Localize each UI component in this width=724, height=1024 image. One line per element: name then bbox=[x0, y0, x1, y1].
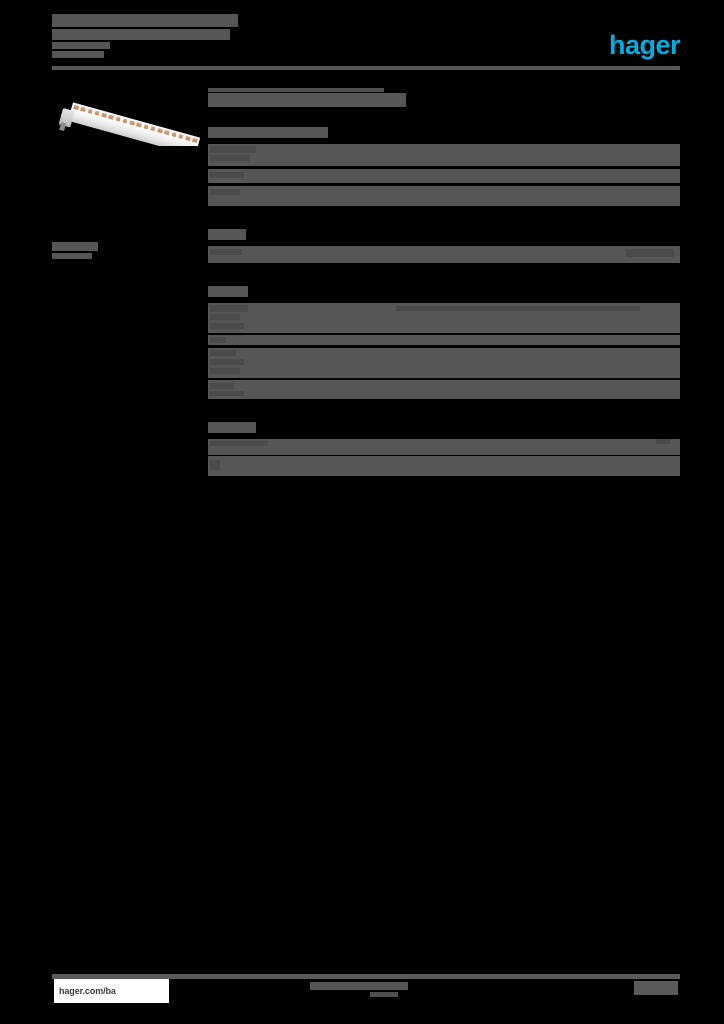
table-row-separator bbox=[208, 345, 680, 348]
table-row bbox=[208, 303, 680, 333]
table-row-separator bbox=[208, 263, 680, 266]
spec-table bbox=[208, 127, 680, 479]
table-row-separator bbox=[208, 399, 680, 402]
left-caption-line-redacted bbox=[52, 242, 98, 251]
row-label-redacted bbox=[210, 368, 240, 374]
row-value-redacted bbox=[396, 306, 640, 311]
page-footer: hager.com/ba bbox=[52, 974, 680, 1006]
document-reference-redacted bbox=[52, 42, 110, 49]
page-header: hager bbox=[52, 14, 681, 70]
left-caption-line2-redacted bbox=[52, 253, 92, 259]
page-title bbox=[208, 88, 680, 107]
hager-logo-text: hager bbox=[608, 29, 681, 60]
hager-logo: hager bbox=[584, 29, 681, 60]
footer-page-number-redacted bbox=[634, 981, 678, 995]
row-label-redacted bbox=[210, 155, 250, 161]
section-heading-redacted bbox=[208, 422, 256, 433]
table-row bbox=[208, 439, 680, 455]
section-heading-redacted bbox=[208, 229, 246, 240]
row-label-redacted bbox=[210, 441, 268, 446]
row-label-redacted bbox=[210, 350, 236, 356]
header-divider bbox=[52, 66, 680, 70]
row-label-redacted bbox=[210, 383, 234, 389]
document-title-redacted bbox=[52, 14, 238, 27]
row-label-redacted bbox=[210, 314, 240, 320]
table-row-separator bbox=[208, 166, 680, 169]
busbar-graphic bbox=[55, 87, 200, 146]
document-subtitle-redacted bbox=[52, 29, 230, 40]
row-label-redacted bbox=[210, 359, 244, 365]
table-row bbox=[208, 335, 680, 345]
row-label-redacted bbox=[210, 189, 240, 195]
table-row bbox=[208, 169, 680, 183]
footer-divider bbox=[52, 974, 680, 979]
row-label-redacted bbox=[210, 460, 220, 470]
left-column bbox=[52, 84, 200, 146]
footer-center-redacted-2 bbox=[370, 992, 398, 997]
row-label-redacted bbox=[210, 391, 244, 396]
row-label-redacted bbox=[210, 146, 256, 153]
table-row-separator bbox=[208, 378, 680, 380]
table-row bbox=[208, 380, 680, 399]
table-row-separator bbox=[208, 206, 680, 209]
footer-center-redacted bbox=[310, 982, 408, 990]
row-value-redacted bbox=[626, 249, 674, 257]
row-label-redacted bbox=[210, 305, 248, 312]
header-title-block bbox=[52, 14, 352, 58]
table-row bbox=[208, 186, 680, 206]
table-row-separator bbox=[208, 476, 680, 479]
footer-center-text bbox=[310, 982, 408, 997]
section-heading-redacted bbox=[208, 286, 248, 297]
table-row bbox=[208, 144, 680, 166]
table-row bbox=[208, 348, 680, 378]
section-heading-redacted bbox=[208, 127, 328, 138]
footer-url-text: hager.com/ba bbox=[59, 986, 116, 996]
table-row bbox=[208, 456, 680, 476]
busbar-end-terminal bbox=[59, 122, 67, 132]
table-row-separator bbox=[208, 455, 680, 456]
busbar-housing bbox=[67, 108, 199, 146]
left-column-caption bbox=[52, 242, 98, 259]
main-column bbox=[208, 88, 680, 479]
row-label-redacted bbox=[210, 172, 244, 178]
page-title-ascenders-redacted bbox=[208, 88, 384, 92]
table-row-separator bbox=[208, 183, 680, 186]
row-label-redacted bbox=[210, 337, 226, 343]
table-row bbox=[208, 246, 680, 263]
document-reference2-redacted bbox=[52, 51, 104, 58]
row-label-redacted bbox=[210, 323, 244, 329]
table-row-separator bbox=[208, 333, 680, 335]
footer-url-box[interactable]: hager.com/ba bbox=[54, 979, 169, 1003]
row-value-redacted bbox=[656, 439, 670, 444]
row-label-redacted bbox=[210, 249, 242, 255]
busbar-product-photo bbox=[52, 84, 200, 146]
page-title-redacted bbox=[208, 93, 406, 107]
